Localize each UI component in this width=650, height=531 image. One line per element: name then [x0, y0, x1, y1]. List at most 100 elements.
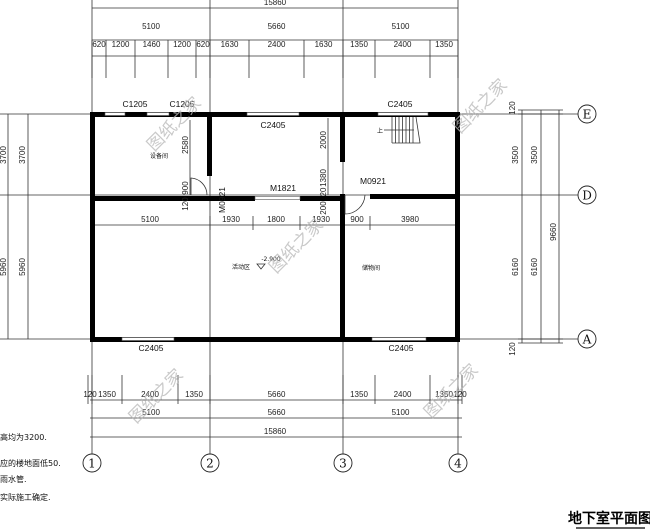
- dim-segment-bottom: 1350: [350, 390, 368, 399]
- window-c2405: [371, 337, 427, 341]
- dim-segment-top: 1460: [143, 40, 161, 49]
- dim-interior: 900: [181, 181, 190, 195]
- stair-icon: [384, 116, 421, 144]
- dim-right: 6160: [530, 258, 539, 276]
- door-m1821-opening: [254, 196, 301, 200]
- interior-wall: [300, 196, 345, 201]
- dim-right: 120: [508, 342, 517, 356]
- interior-wall: [92, 196, 255, 201]
- interior-wall: [370, 194, 458, 199]
- dim-segment-top: 620: [196, 40, 210, 49]
- dim-left: 5960: [18, 258, 27, 276]
- window-label: C1205: [169, 99, 194, 109]
- watermarks: 图纸之家图纸之家图纸之家图纸之家图纸之家: [125, 75, 511, 427]
- exterior-wall: [90, 112, 95, 342]
- dim-interior: 1930: [222, 215, 240, 224]
- door-label: M0921: [217, 187, 227, 213]
- dim-segment-top: 2400: [268, 40, 286, 49]
- dim-right: 3500: [530, 146, 539, 164]
- dim-bay-bottom: 5660: [268, 408, 286, 417]
- stair-edge: [392, 116, 421, 144]
- room-label-storage: 储物间: [362, 264, 380, 272]
- note-text: 雨水管.: [0, 474, 27, 484]
- window-label: C1205: [122, 99, 147, 109]
- dim-segment-bottom: 2400: [141, 390, 159, 399]
- note-text: 高均为3200.: [0, 432, 47, 442]
- dim-segment-bottom: 1350: [185, 390, 203, 399]
- axis-bubble: [577, 185, 597, 205]
- window-c2405: [121, 337, 175, 341]
- elevation-mark: -2.900: [261, 256, 281, 263]
- dim-segment-bottom: 120: [83, 390, 97, 399]
- dim-interior: 20: [319, 187, 328, 196]
- stair-up-label: 上: [377, 127, 383, 135]
- dim-interior: 2000: [319, 131, 328, 149]
- axis-label-row: D: [582, 189, 592, 203]
- dim-interior: 3980: [401, 215, 419, 224]
- door-label: M0921: [360, 176, 386, 186]
- dim-interior: 1930: [312, 215, 330, 224]
- window-label: C2405: [138, 343, 163, 353]
- dim-interior: 200: [319, 201, 328, 215]
- dim-right: 120: [508, 101, 517, 115]
- dim-segment-bottom: 1350: [435, 390, 453, 399]
- dim-segment-top: 1630: [315, 40, 333, 49]
- axis-bubble: [448, 453, 468, 473]
- dim-interior: 1800: [267, 215, 285, 224]
- dim-total-top: 15860: [264, 0, 287, 7]
- axis-label-4: 4: [454, 457, 462, 471]
- exterior-wall: [455, 112, 460, 342]
- dim-segment-bottom: 1350: [98, 390, 116, 399]
- dim-segment-top: 1200: [173, 40, 191, 49]
- room-label-equipment: 设备间: [150, 152, 168, 160]
- watermark: 图纸之家: [449, 75, 511, 137]
- exterior-wall: [90, 337, 460, 342]
- dim-total-bottom: 15860: [264, 427, 287, 436]
- dim-bay-top: 5100: [142, 22, 160, 31]
- dim-bay-bottom: 5100: [392, 408, 410, 417]
- dim-segment-top: 1350: [350, 40, 368, 49]
- axis-label-row: E: [583, 108, 592, 122]
- dim-interior: 2580: [181, 136, 190, 154]
- interior-wall: [340, 194, 345, 340]
- axis-label-1: 1: [88, 457, 96, 471]
- window-label: C2405: [387, 99, 412, 109]
- axis-label-row: A: [582, 333, 592, 347]
- axis-label-2: 2: [206, 457, 214, 471]
- dim-segment-bottom: 120: [453, 390, 467, 399]
- dim-segment-bottom: 5660: [268, 390, 286, 399]
- door-label: M1821: [270, 183, 296, 193]
- axis-bubble: [82, 453, 102, 473]
- room-label-activity: 活动区: [232, 263, 250, 271]
- dim-bay-bottom: 5100: [142, 408, 160, 417]
- dim-segment-top: 1200: [112, 40, 130, 49]
- dim-segment-top: 1350: [435, 40, 453, 49]
- window-c2405: [246, 112, 300, 116]
- window-c1205: [146, 112, 170, 116]
- dim-interior: 1380: [319, 169, 328, 187]
- dim-left: 3700: [18, 146, 27, 164]
- walls: [90, 112, 460, 342]
- door-swing: [344, 194, 366, 215]
- window-label: C2405: [388, 343, 413, 353]
- axis-bubble: [577, 104, 597, 124]
- dim-segment-top: 2400: [394, 40, 412, 49]
- dim-segment-bottom: 2400: [394, 390, 412, 399]
- dim-interior: 120: [181, 197, 190, 211]
- interior-wall: [340, 114, 345, 162]
- dim-interior: 5100: [141, 215, 159, 224]
- axis-bubble: [333, 453, 353, 473]
- dim-right-total: 9660: [549, 223, 558, 241]
- axis-bubble: [577, 329, 597, 349]
- axis-label-3: 3: [339, 457, 347, 471]
- drawing-title: 地下室平面图: [568, 510, 650, 527]
- window-c1205: [104, 112, 126, 116]
- window-c2405: [377, 112, 429, 116]
- dim-left: 5960: [0, 258, 8, 276]
- dim-bay-top: 5100: [392, 22, 410, 31]
- dim-left: 3700: [0, 146, 8, 164]
- door-swing: [190, 177, 208, 196]
- note-text: 实际施工确定.: [0, 492, 51, 502]
